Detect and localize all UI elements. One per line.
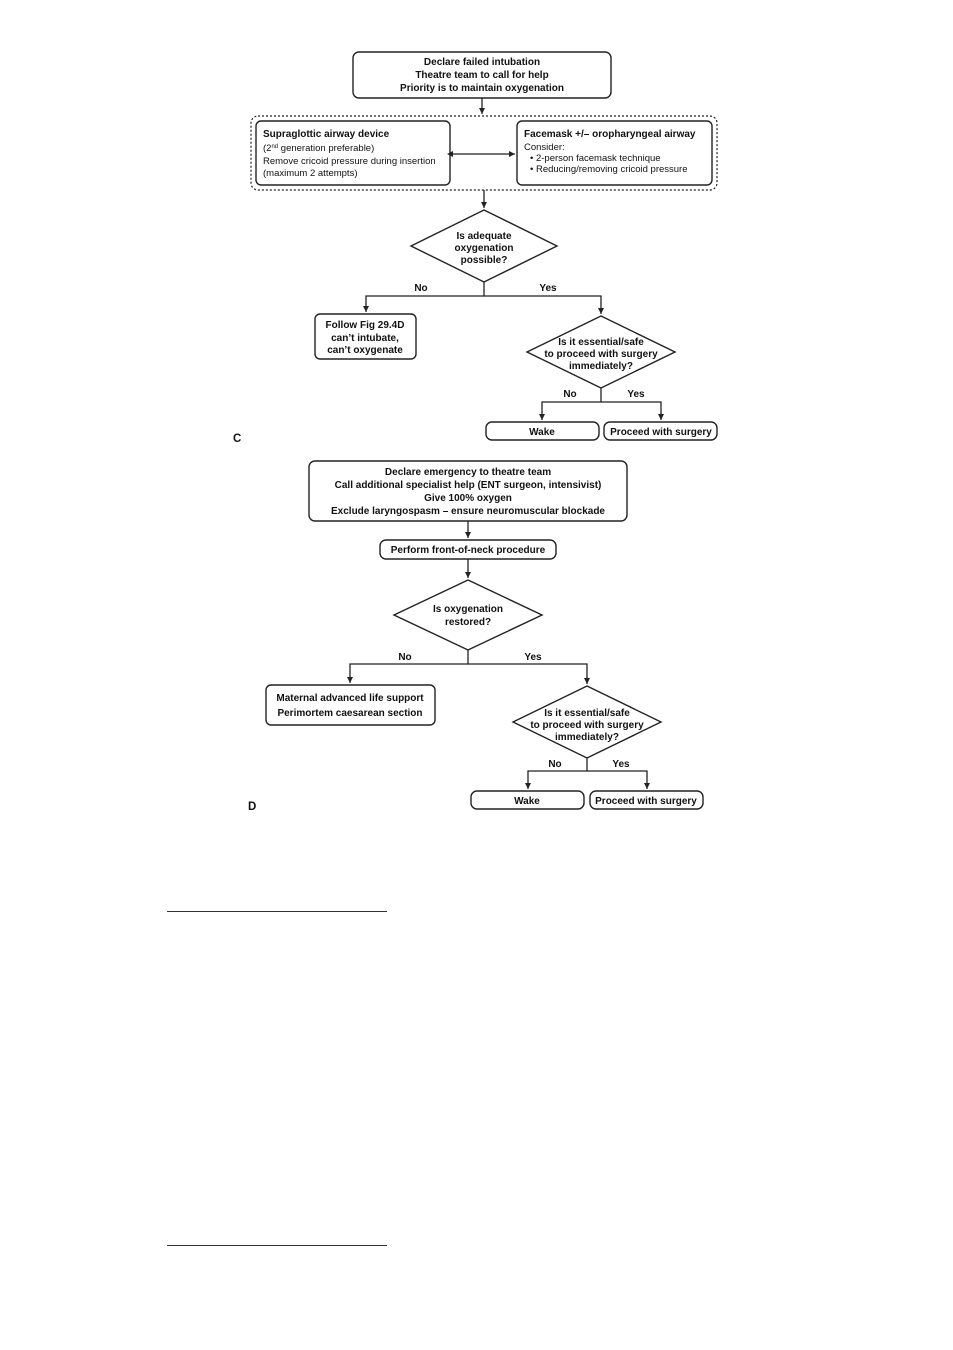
divider-rule-2 — [167, 1245, 387, 1246]
c-decision-1-line-3: possible? — [461, 255, 508, 266]
c-follow-box: Follow Fig 29.4D can’t intubate, can’t o… — [314, 313, 417, 360]
panel-c: Declare failed intubation Theatre team t… — [233, 51, 718, 445]
panel-label-d: D — [248, 801, 256, 813]
d-als-line-1: Maternal advanced life support — [276, 693, 424, 704]
d-fon-text: Perform front-of-neck procedure — [391, 545, 546, 556]
c-decision-1-line-1: Is adequate — [456, 231, 511, 242]
d-decision-2-line-2: to proceed with surgery — [530, 720, 644, 731]
c-sad-title: Supraglottic airway device — [263, 129, 390, 140]
panel-d: Declare emergency to theatre team Call a… — [248, 460, 704, 813]
c-decision-2-line-3: immediately? — [569, 361, 633, 372]
c-facemask-consider: Consider: — [524, 142, 565, 153]
c-start-line-1: Declare failed intubation — [424, 57, 540, 68]
c-sad-line-2: Remove cricoid pressure during insertion — [263, 156, 436, 167]
c-label-no: No — [414, 283, 427, 294]
c-sad-line-1: (2nd generation preferable) — [263, 143, 374, 154]
c-start-line-3: Priority is to maintain oxygenation — [400, 83, 564, 94]
d-fon-box: Perform front-of-neck procedure — [379, 539, 557, 560]
c-follow-line-2: can’t intubate, — [331, 333, 399, 344]
panel-label-c: C — [233, 433, 241, 445]
c-facemask-title: Facemask +/– oropharyngeal airway — [524, 129, 696, 140]
c-label-yes-2: Yes — [627, 389, 645, 400]
divider-rule-1 — [167, 911, 387, 912]
c-facemask-bullet-2: • Reducing/removing cricoid pressure — [530, 164, 688, 175]
c-follow-line-3: can’t oxygenate — [327, 345, 403, 356]
c-branch-yes-2 — [601, 401, 664, 420]
c-decision-1-line-2: oxygenation — [455, 243, 514, 254]
d-branch-yes-2 — [587, 770, 650, 789]
d-decision-surgery: Is it essential/safe to proceed with sur… — [511, 685, 663, 759]
c-start-line-2: Theatre team to call for help — [415, 70, 548, 81]
d-start-line-2: Call additional specialist help (ENT sur… — [335, 480, 602, 491]
c-decision-2-line-1: Is it essential/safe — [558, 337, 644, 348]
d-als-box: Maternal advanced life support Perimorte… — [265, 684, 436, 726]
d-decision-1-line-2: restored? — [445, 617, 491, 628]
d-decision-oxygenation: Is oxygenation restored? — [392, 579, 544, 651]
c-branch-no-2 — [539, 388, 602, 420]
c-decision-2-line-2: to proceed with surgery — [544, 349, 658, 360]
c-follow-line-1: Follow Fig 29.4D — [326, 320, 405, 331]
c-label-no-2: No — [563, 389, 576, 400]
c-wake-box: Wake — [485, 421, 600, 441]
d-label-yes: Yes — [524, 652, 542, 663]
c-proceed-text: Proceed with surgery — [610, 427, 712, 438]
d-start-line-4: Exclude laryngospasm – ensure neuromuscu… — [331, 506, 605, 517]
d-branch-no — [347, 650, 469, 683]
d-proceed-box: Proceed with surgery — [589, 790, 704, 810]
d-label-no: No — [398, 652, 411, 663]
d-als-line-2: Perimortem caesarean section — [277, 708, 422, 719]
c-label-yes: Yes — [539, 283, 557, 294]
c-facemask-box: Facemask +/– oropharyngeal airway Consid… — [516, 120, 713, 186]
d-decision-1-line-1: Is oxygenation — [433, 604, 503, 615]
d-branch-no-2 — [525, 758, 588, 789]
c-options-group — [250, 115, 718, 191]
d-branch-yes — [468, 663, 590, 684]
d-label-yes-2: Yes — [612, 759, 630, 770]
d-start-line-1: Declare emergency to theatre team — [385, 467, 551, 478]
c-wake-text: Wake — [529, 427, 555, 438]
c-sad-line-3: (maximum 2 attempts) — [263, 168, 358, 179]
c-sad-box: Supraglottic airway device (2nd generati… — [255, 120, 451, 186]
d-label-no-2: No — [548, 759, 561, 770]
c-branch-yes — [484, 295, 604, 314]
c-facemask-bullet-1: • 2-person facemask technique — [530, 153, 661, 164]
d-wake-text: Wake — [514, 796, 540, 807]
c-decision-surgery: Is it essential/safe to proceed with sur… — [525, 315, 677, 389]
d-decision-2-line-3: immediately? — [555, 732, 619, 743]
c-proceed-box: Proceed with surgery — [603, 421, 718, 441]
d-decision-2-line-1: Is it essential/safe — [544, 708, 630, 719]
d-wake-box: Wake — [470, 790, 585, 810]
d-proceed-text: Proceed with surgery — [595, 796, 697, 807]
d-start-box: Declare emergency to theatre team Call a… — [308, 460, 628, 522]
c-branch-no — [363, 282, 485, 312]
d-start-line-3: Give 100% oxygen — [424, 493, 512, 504]
c-decision-oxygenation: Is adequate oxygenation possible? — [409, 209, 559, 283]
c-start-box: Declare failed intubation Theatre team t… — [352, 51, 612, 99]
